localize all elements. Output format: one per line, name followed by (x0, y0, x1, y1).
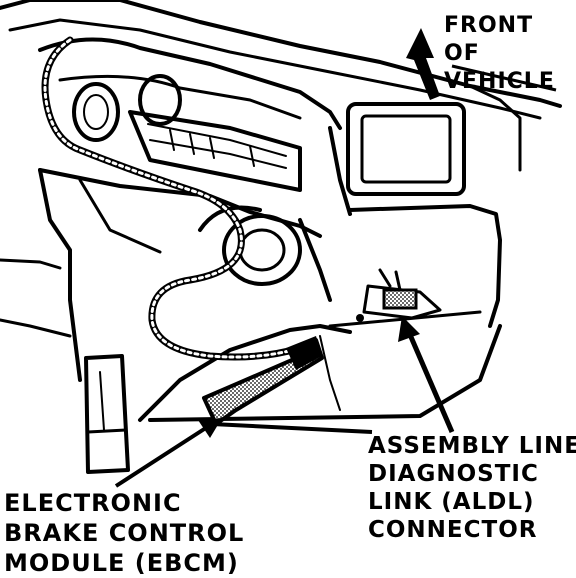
aldl-label-line: LINK (ALDL) (368, 489, 535, 515)
dashboard-outline (0, 0, 562, 474)
aldl-label-line: ASSEMBLY LINE (368, 433, 576, 459)
ebcm-connector (286, 336, 322, 370)
aldl-connector-body (382, 288, 418, 310)
ebcm-leader (114, 418, 373, 488)
aldl-connector-label: ASSEMBLY LINE DIAGNOSTIC LINK (ALDL) CON… (368, 432, 576, 544)
aldl-leader (398, 316, 455, 433)
ebcm-label-line: MODULE (EBCM) (4, 549, 239, 577)
aldl-label-line: CONNECTOR (368, 517, 538, 543)
front-label-line: VEHICLE (444, 69, 555, 94)
front-arrow-icon (406, 28, 440, 100)
aldl-label-line: DIAGNOSTIC (368, 461, 539, 487)
ebcm-label-line: ELECTRONIC (4, 489, 182, 517)
front-label-line: OF (444, 41, 480, 66)
front-label-line: FRONT (444, 13, 534, 38)
aldl-mount-screw (356, 314, 364, 322)
ebcm-label: ELECTRONIC BRAKE CONTROL MODULE (EBCM) (4, 488, 244, 578)
front-direction-line (451, 64, 557, 92)
ebcm-label-line: BRAKE CONTROL (4, 519, 245, 547)
front-of-vehicle-label: FRONT OF VEHICLE (444, 12, 555, 96)
